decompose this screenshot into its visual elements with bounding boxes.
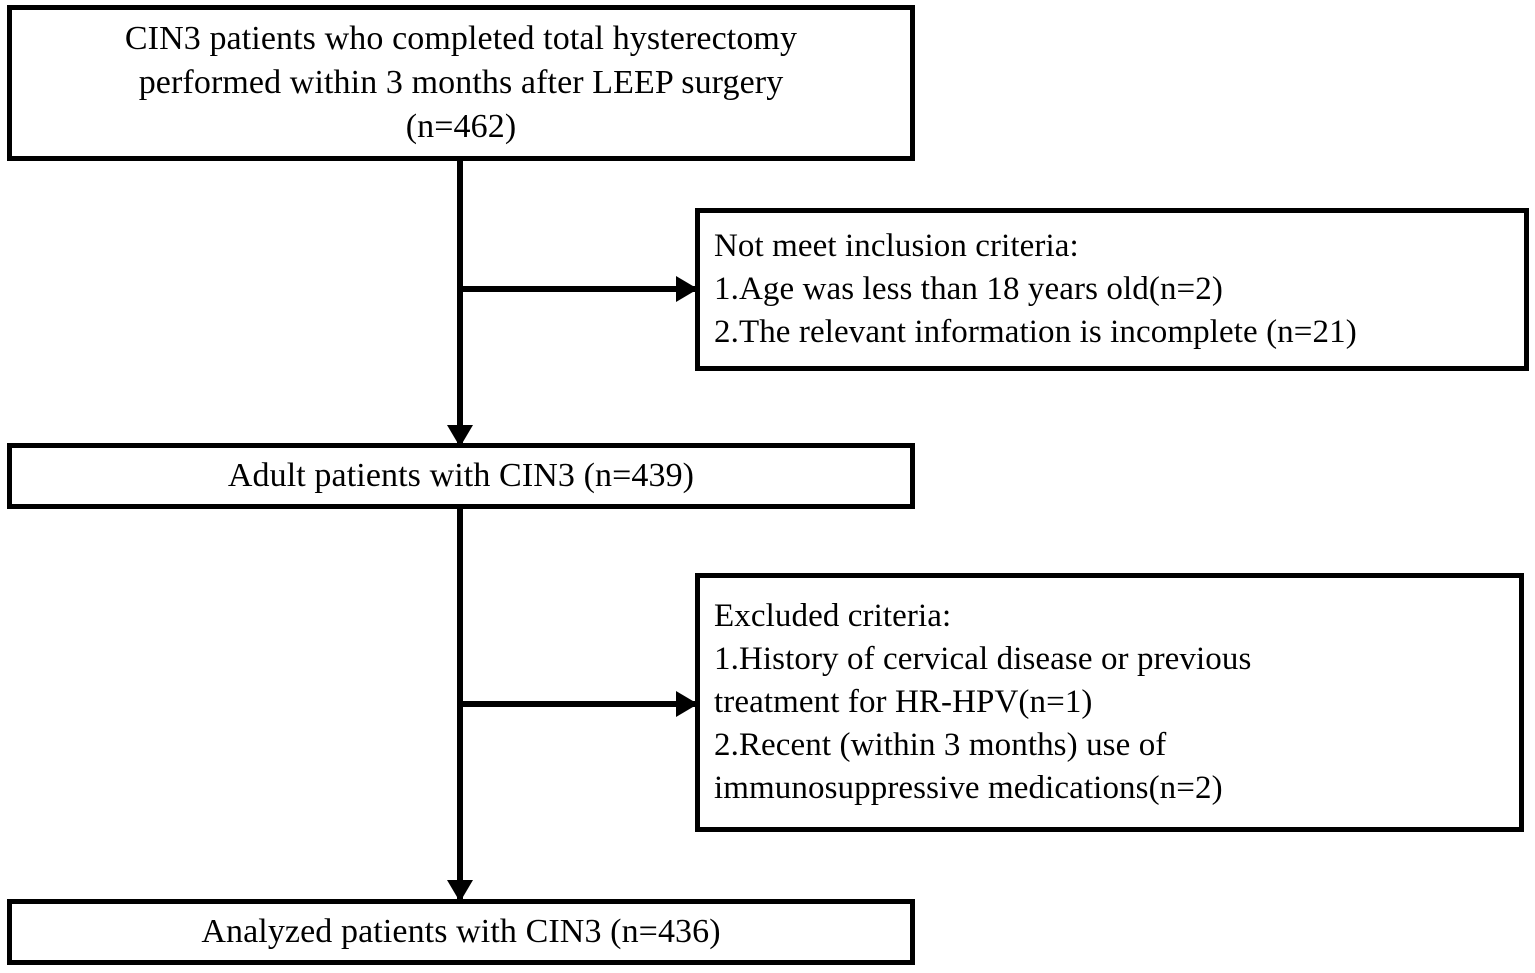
arrowhead-down-icon	[447, 425, 473, 447]
arrowhead-right-icon	[676, 276, 698, 302]
flow-node-not-included-label: Not meet inclusion criteria: 1.Age was l…	[714, 228, 1357, 350]
arrowhead-down-icon	[447, 880, 473, 902]
flow-node-excluded: Excluded criteria: 1.History of cervical…	[695, 573, 1524, 832]
connector-enrolled-to-adult	[457, 160, 463, 450]
flow-node-not-included: Not meet inclusion criteria: 1.Age was l…	[695, 208, 1529, 371]
flow-node-excluded-label: Excluded criteria: 1.History of cervical…	[714, 598, 1252, 806]
flow-node-adult-label: Adult patients with CIN3 (n=439)	[227, 456, 695, 494]
flow-node-analyzed-label: Analyzed patients with CIN3 (n=436)	[201, 912, 721, 950]
connector-enrolled-to-not-included	[457, 286, 697, 292]
connector-adult-to-excluded	[457, 701, 697, 707]
flow-node-adult: Adult patients with CIN3 (n=439)	[7, 443, 915, 509]
arrowhead-right-icon	[676, 691, 698, 717]
flow-node-analyzed: Analyzed patients with CIN3 (n=436)	[7, 899, 915, 965]
flow-node-enrolled-label: CIN3 patients who completed total hyster…	[124, 19, 798, 146]
flow-node-enrolled: CIN3 patients who completed total hyster…	[7, 5, 915, 161]
